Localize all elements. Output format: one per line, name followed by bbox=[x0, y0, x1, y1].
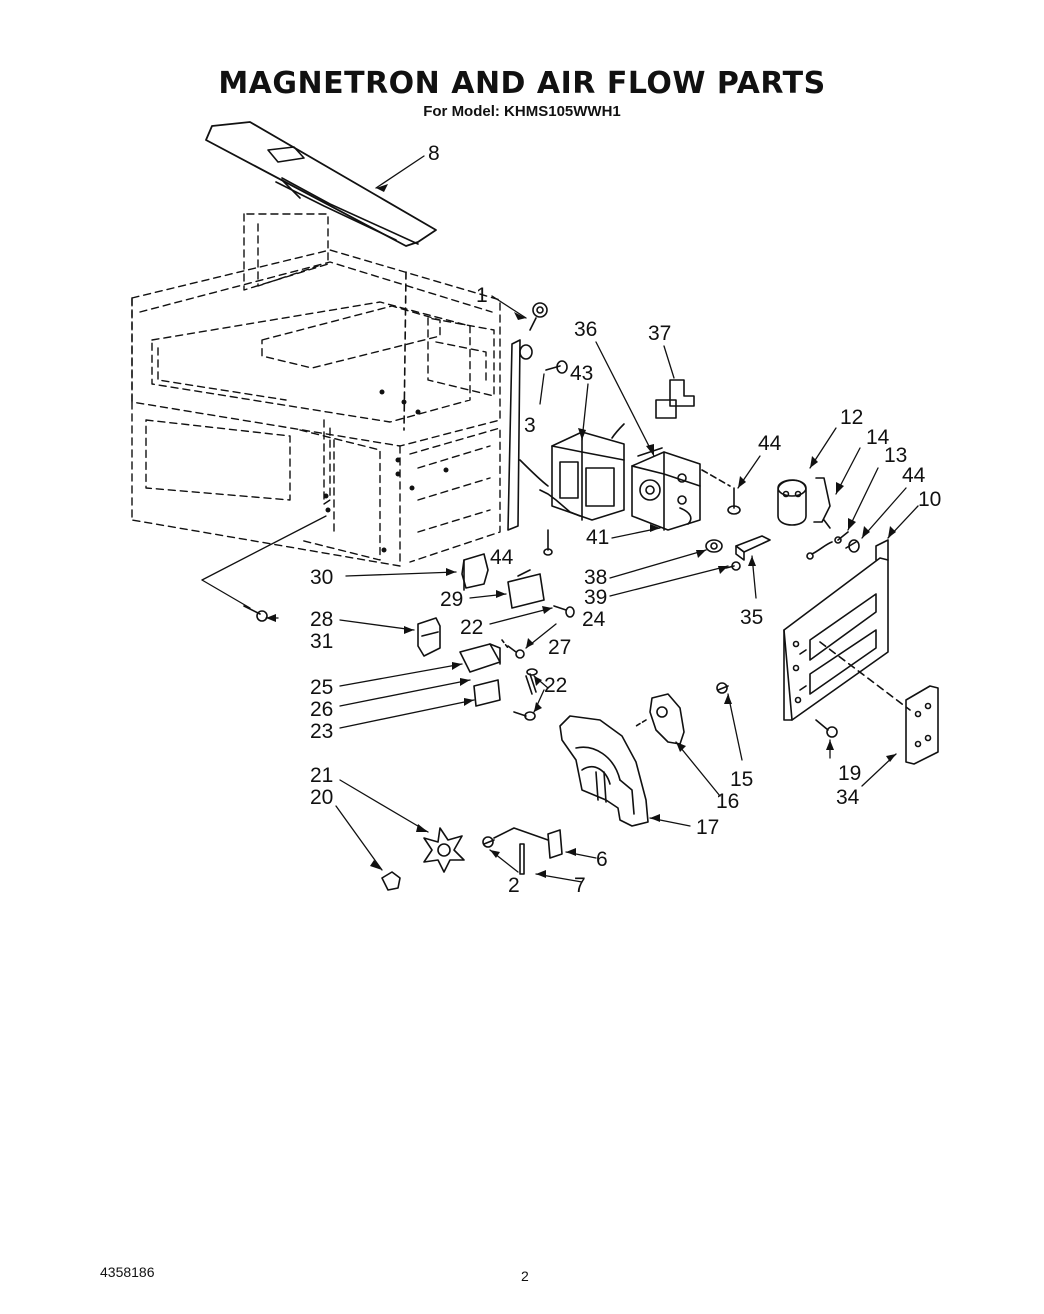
callout-label: 28 bbox=[310, 608, 333, 631]
callout-label: 22 bbox=[544, 674, 567, 697]
bracket-part-37 bbox=[655, 379, 695, 419]
callout-label: 24 bbox=[582, 608, 606, 631]
thermal-cutout-part bbox=[705, 535, 771, 571]
callout-label: 31 bbox=[310, 630, 333, 653]
screw-part-44-upper bbox=[727, 487, 741, 515]
callout-label: 26 bbox=[310, 698, 333, 721]
callout-label: 35 bbox=[740, 606, 763, 629]
fan-shroud-part bbox=[559, 715, 649, 827]
callout-label: 20 bbox=[310, 786, 333, 809]
callout-label: 21 bbox=[310, 764, 333, 787]
waveguide-bracket bbox=[507, 302, 548, 531]
leader-arrowheads bbox=[266, 184, 896, 878]
callout-label: 6 bbox=[596, 848, 608, 871]
callout-label: 37 bbox=[648, 322, 671, 345]
interlock-switches bbox=[417, 553, 545, 707]
callout-label: 10 bbox=[918, 488, 941, 511]
model-subtitle: For Model: KHMS105WWH1 bbox=[423, 103, 621, 120]
callout-label: 15 bbox=[730, 768, 753, 791]
callout-label: 29 bbox=[440, 588, 463, 611]
callout-label: 22 bbox=[460, 616, 483, 639]
callout-label: 16 bbox=[716, 790, 739, 813]
screw-part-19 bbox=[815, 719, 838, 738]
callout-label: 25 bbox=[310, 676, 333, 699]
magnetron-part bbox=[631, 447, 731, 531]
fan-blade-part bbox=[381, 827, 465, 891]
frame-rivets bbox=[323, 389, 449, 553]
callout-label: 44 bbox=[490, 546, 514, 569]
callout-label: 27 bbox=[548, 636, 571, 659]
small-screws bbox=[243, 605, 575, 721]
callout-label: 34 bbox=[836, 786, 860, 809]
callout-label: 8 bbox=[428, 142, 440, 165]
callout-label: 41 bbox=[586, 526, 609, 549]
callout-label: 44 bbox=[902, 464, 926, 487]
callout-label: 3 bbox=[524, 414, 536, 437]
callout-label: 19 bbox=[838, 762, 861, 785]
callout-label: 1 bbox=[476, 284, 488, 307]
callout-label: 30 bbox=[310, 566, 333, 589]
cabinet-frame bbox=[131, 213, 501, 567]
damper-part bbox=[635, 682, 729, 745]
callout-label: 23 bbox=[310, 720, 333, 743]
screw-part-3 bbox=[545, 360, 568, 374]
capacitor-part bbox=[777, 477, 831, 529]
callout-label: 39 bbox=[584, 586, 607, 609]
callout-label: 36 bbox=[574, 318, 597, 341]
callout-label: 14 bbox=[866, 426, 890, 449]
diode-part bbox=[806, 531, 860, 560]
air-duct-plate-part bbox=[783, 539, 911, 721]
callout-label: 12 bbox=[840, 406, 863, 429]
page-title: MAGNETRON AND AIR FLOW PARTS bbox=[218, 66, 826, 101]
callout-labels: 8 1 36 37 43 3 44 12 14 13 44 10 41 44 3… bbox=[310, 142, 941, 897]
leader-lines bbox=[201, 155, 919, 883]
page-number: 2 bbox=[521, 1268, 529, 1284]
callout-label: 44 bbox=[758, 432, 782, 455]
callout-label: 13 bbox=[884, 444, 907, 467]
top-cover-part bbox=[205, 121, 437, 431]
callout-label: 7 bbox=[574, 874, 586, 897]
callout-label: 43 bbox=[570, 362, 593, 385]
document-number: 4358186 bbox=[100, 1264, 155, 1280]
cover-plate-part bbox=[905, 685, 939, 765]
callout-label: 2 bbox=[508, 874, 520, 897]
callout-label: 38 bbox=[584, 566, 607, 589]
callout-label: 17 bbox=[696, 816, 719, 839]
shaft-assembly bbox=[482, 827, 563, 875]
